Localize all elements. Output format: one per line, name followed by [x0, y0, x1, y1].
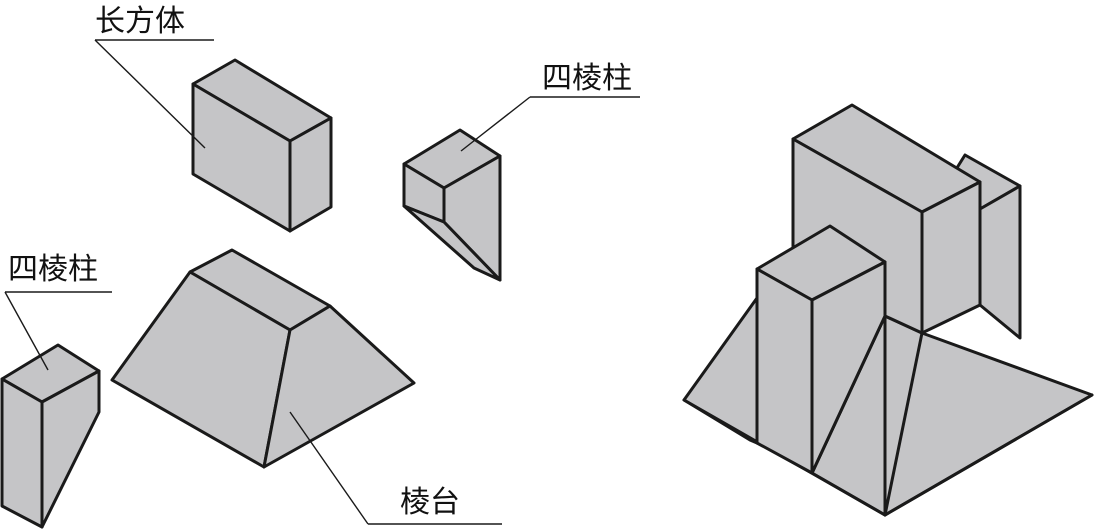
- prism-top-leader: [460, 96, 640, 152]
- prism-left: [0, 343, 101, 529]
- label-prism-left: 四棱柱: [8, 252, 98, 287]
- composite-tall-block-right-face: [920, 180, 982, 335]
- cuboid-right-face: [288, 116, 333, 233]
- label-prism-top: 四棱柱: [542, 61, 632, 96]
- composite-base-right-face: [883, 314, 1094, 517]
- composite-back-block-side-face: [978, 184, 1022, 340]
- composite-tall-block-front-face: [791, 137, 924, 335]
- frustum-leader: [289, 411, 502, 525]
- composite-small-block-front-face: [755, 267, 814, 475]
- frustum: [110, 248, 416, 469]
- label-cuboid: 长方体: [95, 4, 185, 39]
- label-frustum: 棱台: [400, 485, 460, 520]
- prism-left-leader: [4, 291, 112, 371]
- prism-left-right-face: [40, 369, 101, 529]
- frustum-right-face: [262, 304, 416, 469]
- cuboid-leader: [94, 39, 214, 149]
- composite-solid: [682, 103, 1094, 517]
- composite-small-block-right-face: [810, 260, 887, 475]
- cuboid: [191, 58, 333, 233]
- prism-top: [402, 128, 502, 282]
- prism-top-bottom-face: [402, 204, 502, 282]
- prism-left-front-face: [0, 377, 44, 529]
